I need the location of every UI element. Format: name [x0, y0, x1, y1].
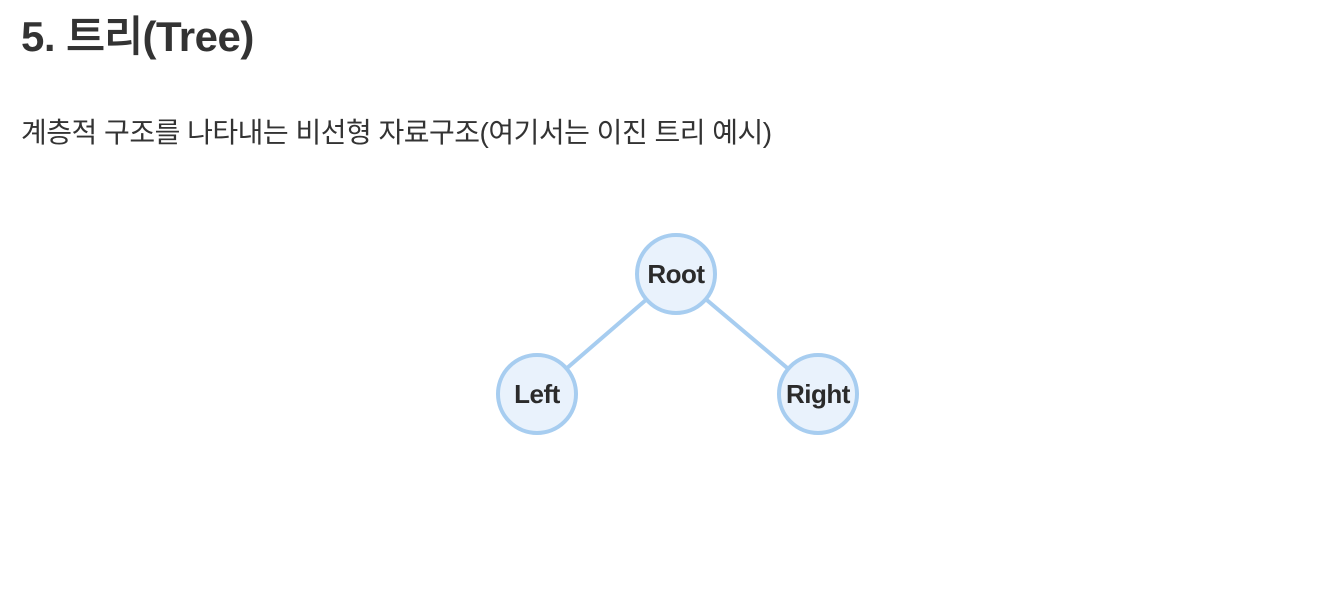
section-subtitle: 계층적 구조를 나타내는 비선형 자료구조(여기서는 이진 트리 예시) [21, 117, 772, 148]
tree-node-right: Right [777, 353, 859, 435]
tree-node-left: Left [496, 353, 578, 435]
section-title: 5. 트리(Tree) [21, 13, 254, 60]
tree-node-right-label: Right [786, 378, 850, 409]
tree-node-left-label: Left [514, 378, 560, 409]
tree-node-root: Root [635, 233, 717, 315]
tree-node-root-label: Root [647, 258, 705, 289]
